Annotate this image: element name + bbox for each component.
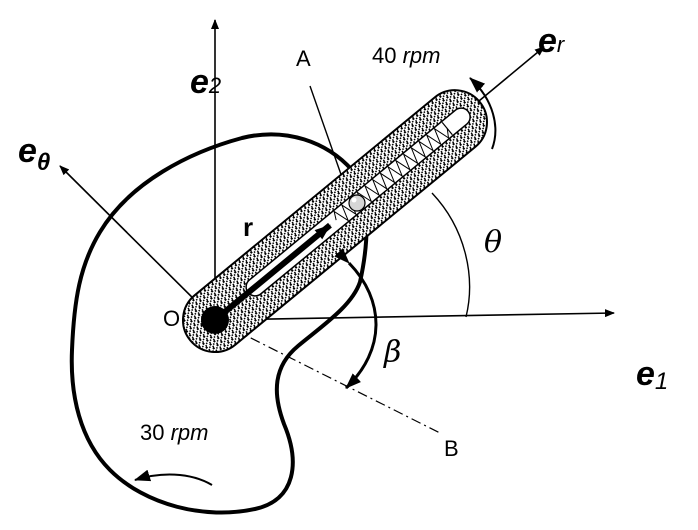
label-o: O xyxy=(163,306,180,331)
label-e1: e1 xyxy=(636,355,668,395)
cam-rotation-arrow xyxy=(134,469,213,486)
beta-arc xyxy=(334,248,378,390)
label-etheta: eθ xyxy=(18,132,50,176)
label-r: r xyxy=(243,212,253,242)
ball-a xyxy=(348,194,366,212)
line-ob xyxy=(214,319,441,434)
label-cam-speed: 30 rpm xyxy=(140,420,209,445)
label-arm-speed: 40 rpm xyxy=(372,43,441,68)
arm-rotation-arrow xyxy=(469,77,497,150)
label-beta: β xyxy=(383,335,401,370)
etheta-axis xyxy=(59,165,216,321)
line-a xyxy=(309,85,345,184)
label-e2: e2 xyxy=(190,63,221,101)
label-er: er xyxy=(538,22,566,60)
vector-r xyxy=(213,222,332,323)
label-a: A xyxy=(296,46,311,71)
e1-axis xyxy=(214,309,615,321)
pivot-o xyxy=(201,306,229,334)
label-b: B xyxy=(444,436,459,461)
label-theta: θ xyxy=(484,225,502,260)
theta-arc xyxy=(431,192,471,318)
